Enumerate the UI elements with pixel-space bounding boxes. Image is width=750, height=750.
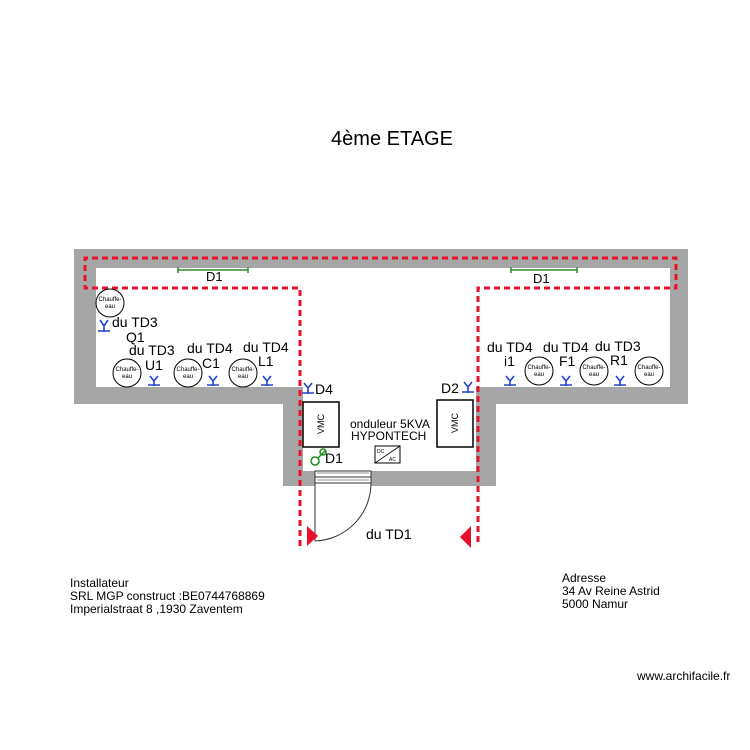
socket-id: Q1: [126, 329, 145, 345]
installer-street: Imperialstraat 8 ,1930 Zaventem: [70, 602, 243, 616]
d4-label: D4: [315, 381, 333, 397]
water-heater: Chauffe- eau: [634, 356, 664, 386]
water-heaters: Chauffe- eau Chauffe- eau Chauffe- eau C…: [95, 288, 664, 388]
socket-icon: [560, 375, 572, 386]
td1-label: du TD1: [366, 526, 412, 542]
inverter-label: onduleur 5KVA: [350, 417, 430, 431]
vmc-label: VMC: [316, 414, 326, 435]
svg-text:Chauffe-: Chauffe-: [583, 365, 606, 371]
wall-right: [670, 249, 688, 404]
wall-corridor-left: [283, 387, 303, 486]
socket-source: du TD4: [187, 340, 233, 356]
svg-text:Chauffe-: Chauffe-: [638, 365, 661, 371]
socket-id: U1: [145, 357, 163, 373]
svg-text:eau: eau: [105, 304, 115, 310]
d1-entry-label: D1: [325, 450, 343, 466]
entrance-door: [314, 470, 372, 542]
water-heater: Chauffe- eau: [579, 356, 609, 386]
wall-left: [74, 249, 96, 404]
socket-source: du TD3: [112, 314, 158, 330]
svg-text:Chauffe-: Chauffe-: [116, 367, 139, 373]
address-heading: Adresse: [562, 571, 607, 585]
wall-light-right: [510, 267, 578, 273]
watermark[interactable]: www.archifacile.fr: [637, 669, 731, 683]
socket-source: du TD4: [243, 339, 289, 355]
right-socket-labels: du TD4 i1 du TD4 F1 du TD3 R1: [487, 338, 641, 369]
vmc-unit-right: VMC: [436, 399, 474, 448]
cable-entry-marker-right: [460, 526, 471, 548]
svg-text:eau: eau: [183, 374, 193, 380]
installer-company: SRL MGP construct :BE0744768869: [70, 589, 265, 603]
water-heater: Chauffe- eau: [95, 288, 125, 318]
socket-icon: [261, 375, 273, 386]
water-heater: Chauffe- eau: [228, 358, 258, 388]
address-street: 34 Av Reine Astrid: [562, 584, 660, 598]
wall-top: [74, 249, 688, 268]
socket-id: R1: [610, 352, 628, 368]
left-socket-labels: du TD3 Q1 du TD3 U1 du TD4 C1 du TD4 L1: [112, 314, 289, 373]
ceiling-light-icon: [310, 448, 327, 466]
wall-corridor-bottom-left: [283, 471, 315, 486]
wall-bottom-right: [476, 387, 688, 404]
inverter-symbol: DC AC: [374, 445, 401, 464]
svg-text:eau: eau: [644, 372, 654, 378]
socket-icon: [462, 381, 474, 393]
wall-light-left: [177, 267, 249, 273]
socket-source: du TD3: [129, 342, 175, 358]
cable-entry-marker-left: [307, 526, 318, 546]
socket-source: du TD3: [595, 338, 641, 354]
svg-text:eau: eau: [534, 372, 544, 378]
socket-source: du TD4: [543, 339, 589, 355]
socket-icon: [302, 382, 314, 394]
svg-text:Chauffe-: Chauffe-: [177, 367, 200, 373]
vmc-unit-left: VMC: [302, 401, 340, 448]
socket-id: C1: [202, 355, 220, 371]
svg-text:Chauffe-: Chauffe-: [528, 365, 551, 371]
installer-info: Installateur SRL MGP construct :BE074476…: [70, 577, 265, 616]
address-city: 5000 Namur: [562, 597, 629, 611]
water-heater: Chauffe- eau: [112, 358, 142, 388]
floor-title: 4ème ETAGE: [331, 128, 453, 150]
installer-heading: Installateur: [70, 576, 129, 590]
svg-text:eau: eau: [589, 372, 599, 378]
svg-text:Chauffe-: Chauffe-: [99, 297, 122, 303]
water-heater: Chauffe- eau: [524, 356, 554, 386]
svg-text:AC: AC: [389, 457, 396, 463]
d1-right-label: D1: [533, 271, 550, 286]
address-info: Adresse 34 Av Reine Astrid 5000 Namur: [562, 572, 660, 611]
wall-bottom-left: [74, 387, 303, 404]
vmc-label: VMC: [450, 413, 460, 434]
socket-icon: [614, 375, 626, 386]
svg-text:eau: eau: [238, 374, 248, 380]
cable-route-left: [83, 256, 678, 546]
wall-corridor-right: [476, 387, 496, 486]
socket-icon: [148, 375, 160, 386]
svg-text:Chauffe-: Chauffe-: [232, 367, 255, 373]
svg-text:eau: eau: [122, 374, 132, 380]
wall-corridor-bottom-right: [371, 471, 496, 486]
socket-symbols: [98, 319, 626, 394]
svg-text:DC: DC: [377, 449, 385, 455]
d2-label: D2: [441, 380, 459, 396]
inverter-brand: HYPONTECH: [351, 429, 426, 443]
socket-id: L1: [258, 353, 274, 369]
socket-id: F1: [559, 353, 576, 369]
water-heater: Chauffe- eau: [173, 358, 203, 388]
d1-left-label: D1: [206, 269, 223, 284]
socket-id: i1: [504, 353, 515, 369]
socket-source: du TD4: [487, 339, 533, 355]
socket-icon: [98, 319, 110, 332]
cable-route: [83, 256, 678, 546]
walls: [74, 249, 688, 486]
socket-icon: [207, 375, 219, 386]
socket-icon: [504, 375, 516, 386]
entrance-step-lines: [317, 472, 369, 481]
